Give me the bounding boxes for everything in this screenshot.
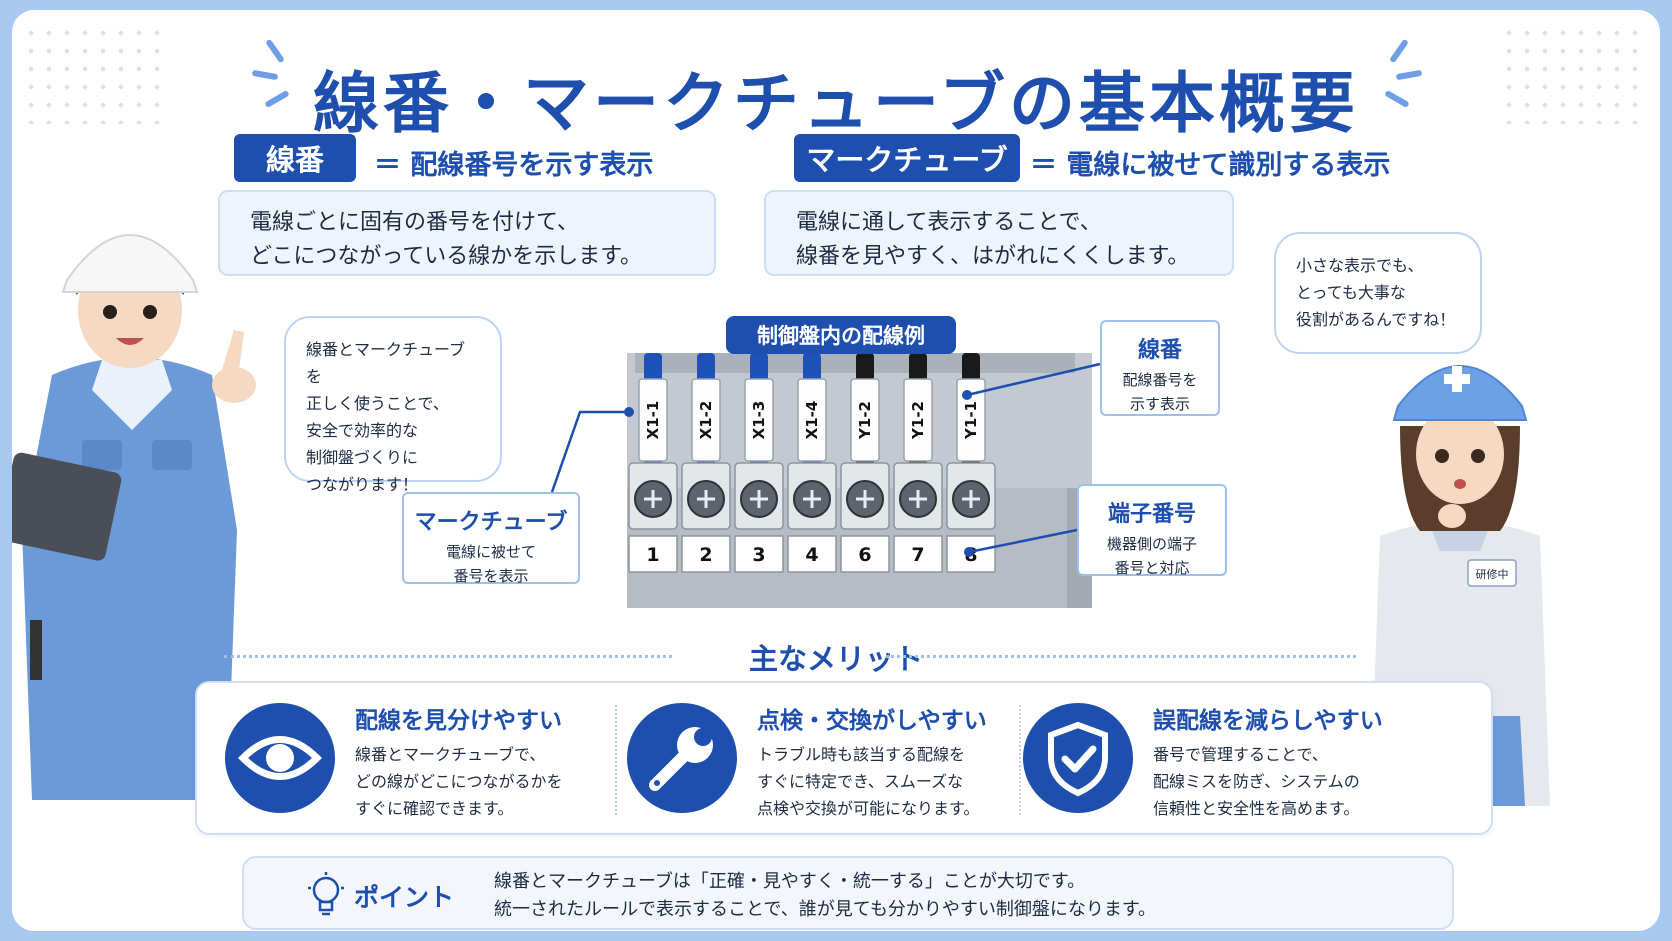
eye-icon [225, 703, 335, 813]
marktube-label: マークチューブ [794, 134, 1020, 182]
terminal-label-plate [787, 535, 837, 573]
screw-slot [697, 490, 715, 508]
panel-title: 制御盤内の配線例 [726, 316, 956, 354]
tube-label: Y1-2 [856, 401, 874, 440]
terminal-label-plate [893, 535, 943, 573]
point-label: ポイント [354, 883, 455, 912]
tube-label: Y1-2 [909, 401, 927, 440]
shield-check-icon [1023, 703, 1133, 813]
page-title: 線番・マークチューブの基本概要 [312, 65, 1360, 142]
section-divider-left [224, 655, 672, 658]
trainee-badge: 研修中 [1476, 567, 1509, 581]
leader-lines [550, 362, 1101, 557]
screw-slot [750, 490, 768, 508]
screw-slot [962, 490, 980, 508]
merit-item: 配線を見分けやすい 線番とマークチューブで、 どの線がどこにつながるかを すぐに… [225, 683, 605, 833]
lightbulb-icon [308, 872, 344, 916]
senban-description: 電線ごとに固有の番号を付けて、 どこにつながっている線かを示します。 [218, 190, 716, 276]
terminal-label-plate [681, 535, 731, 573]
male-worker-illustration [12, 234, 256, 800]
senban-label: 線番 [234, 134, 356, 182]
section-divider-right [886, 655, 1356, 658]
callout-senban: 線番 配線番号を 示す表示 [1100, 320, 1220, 416]
callout-terminal: 端子番号 機器側の端子 番号と対応 [1077, 484, 1227, 577]
tube-label: Y1-1 [962, 401, 980, 440]
merit-item: 誤配線を減らしやすい 番号で管理することで、 配線ミスを防ぎ、システムの 信頼性… [1023, 683, 1453, 833]
screw-slot [803, 490, 821, 508]
mark-tube [638, 378, 668, 462]
merit-separator [1019, 705, 1021, 815]
point-box: ポイント 線番とマークチューブは「正確・見やすく・統一する」ことが大切です。 統… [242, 856, 1454, 930]
merits-title: 主なメリット [748, 642, 923, 676]
merits-card: 配線を見分けやすい 線番とマークチューブで、 どの線がどこにつながるかを すぐに… [195, 681, 1493, 835]
marktube-description: 電線に通して表示することで、 線番を見やすく、はがれにくくします。 [764, 190, 1234, 276]
mark-tube [797, 378, 827, 462]
screw-slot [856, 490, 874, 508]
decor-dots-right [1500, 24, 1650, 124]
terminal-number: 2 [699, 544, 712, 566]
tube-label: X1-4 [803, 401, 821, 440]
mark-tube [956, 378, 986, 462]
mark-tube [691, 378, 721, 462]
terminal-number: 6 [858, 544, 871, 566]
decor-dots-left [22, 24, 172, 124]
tube-label: X1-2 [697, 401, 715, 440]
terminal-number: 4 [805, 544, 818, 566]
speech-bubble-left: 線番とマークチューブを 正しく使うことで、 安全で効率的な 制御盤づくりに つな… [284, 316, 502, 494]
callout-marktube: マークチューブ 電線に被せて 番号を表示 [402, 492, 580, 585]
speech-bubble-right: 小さな表示でも、 とっても大事な 役割があるんですね！ [1274, 232, 1482, 354]
merit-item: 点検・交換がしやすい トラブル時も該当する配線を すぐに特定でき、スムーズな 点… [627, 683, 1007, 833]
mark-tube [903, 378, 933, 462]
terminal-label-plate [734, 535, 784, 573]
terminal-label-plate [628, 535, 678, 573]
marktube-definition: ＝ 電線に被せて識別する表示 [1030, 150, 1391, 181]
screw-slot [644, 490, 662, 508]
screw-slot [909, 490, 927, 508]
terminal-label-plate [840, 535, 890, 573]
tube-label: X1-3 [750, 401, 768, 440]
wrench-icon [627, 703, 737, 813]
mark-tube [744, 378, 774, 462]
tube-label: X1-1 [644, 401, 662, 440]
mark-tube [850, 378, 880, 462]
infographic-canvas: 線番・マークチューブの基本概要 線番 ＝ 配線番号を示す表示 電線ごとに固有の番… [12, 10, 1660, 931]
merit-separator [615, 705, 617, 815]
point-text: 線番とマークチューブは「正確・見やすく・統一する」ことが大切です。 統一されたル… [494, 871, 1157, 920]
terminal-number: 7 [911, 544, 924, 566]
terminal-number: 1 [646, 544, 659, 566]
senban-definition: ＝ 配線番号を示す表示 [374, 150, 654, 181]
terminal-number: 3 [752, 544, 765, 566]
